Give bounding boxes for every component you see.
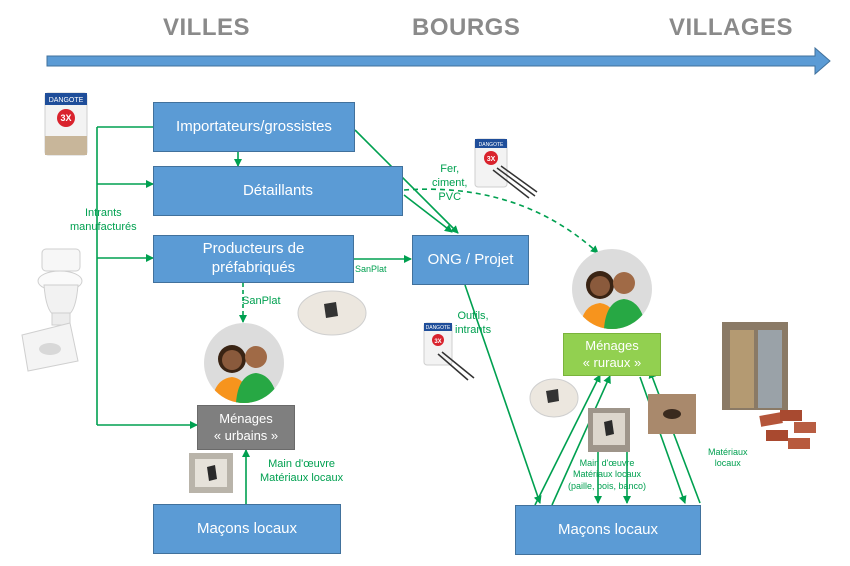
label-sanplat: SanPlat [242, 295, 281, 307]
box-producteurs-line2: préfabriqués [211, 259, 296, 276]
cement-bag-tools-grade: 3X [434, 339, 441, 345]
box-menages-ruraux-line2: « ruraux » [582, 354, 642, 370]
heading-villes: VILLES [163, 14, 251, 41]
label-fer-line2: ciment, [432, 176, 468, 189]
cement-bag-grade: 3X [60, 113, 71, 123]
latrine-rural-floor-photo [648, 394, 696, 434]
label-main-oeuvre-rural: Main d'œuvre Matériaux locaux (paille, b… [568, 458, 646, 492]
latrine-rural-photo [588, 408, 630, 452]
label-outils-intrants: Outils, intrants [455, 310, 491, 338]
label-main-rural-line3: (paille, bois, banco) [568, 480, 647, 491]
toilet-icon [21, 248, 83, 372]
box-menages-urbains-line1: Ménages [219, 411, 273, 427]
label-outils-line2: intrants [455, 323, 492, 336]
box-detaillants-label: Détaillants [242, 181, 314, 199]
label-sanplat-small: SanPlat [355, 264, 387, 274]
heading-villages: VILLAGES [669, 14, 794, 41]
cement-bag-tools-brand: DANGOTE [426, 325, 451, 331]
label-main-rural-line1: Main d'œuvre [579, 458, 635, 468]
box-menages-ruraux-line1: Ménages [585, 338, 639, 354]
avatar-menages-ruraux [572, 249, 652, 329]
box-macons-ruraux-label: Maçons locaux [557, 520, 659, 538]
axis-arrow [46, 46, 831, 76]
label-materiaux-line2: locaux [714, 458, 741, 469]
cement-bag-brand: DANGOTE [49, 97, 84, 104]
box-macons-urbains: Maçons locaux [153, 504, 341, 554]
box-importateurs-label: Importateurs/grossistes [176, 117, 332, 135]
box-macons-ruraux: Maçons locaux [515, 505, 701, 555]
materiaux-locaux-photo [722, 322, 816, 449]
label-fer-line3: PVC [438, 190, 462, 203]
label-outils-line1: Outils, [457, 310, 489, 322]
avatar-menages-urbains [204, 323, 284, 403]
label-intrants-line2: manufacturés [70, 220, 137, 233]
cement-bag-icon: DANGOTE 3X [44, 92, 88, 156]
box-producteurs: Producteurs de préfabriqués [153, 235, 354, 283]
sanplat-rural-slab-icon [529, 378, 579, 418]
label-intrants-line1: Intrants [84, 207, 122, 219]
label-fer-line1: Fer, [440, 163, 460, 175]
box-menages-ruraux: Ménages « ruraux » [563, 333, 661, 376]
cement-bag-rebar-grade: 3X [487, 156, 496, 163]
sanplat-slab-icon [297, 290, 367, 336]
label-main-oeuvre-urbain: Main d'œuvre Matériaux locaux [260, 458, 343, 486]
box-importateurs: Importateurs/grossistes [153, 102, 355, 152]
label-fer-ciment-pvc: Fer, ciment, PVC [432, 163, 467, 204]
box-menages-urbains-line2: « urbains » [213, 427, 279, 443]
label-main-urbain-line1: Main d'œuvre [268, 458, 336, 470]
latrine-urbain-photo [189, 453, 233, 493]
couple-urbain-icon [212, 345, 278, 403]
label-main-urbain-line2: Matériaux locaux [260, 471, 344, 484]
box-detaillants: Détaillants [153, 166, 403, 216]
cement-bag-tools-icon: DANGOTE 3X [423, 322, 475, 381]
box-menages-urbains: Ménages « urbains » [197, 405, 295, 450]
label-materiaux-line1: Matériaux [708, 447, 748, 457]
label-main-rural-line2: Matériaux locaux [573, 469, 642, 480]
heading-bourgs: BOURGS [412, 14, 521, 41]
label-materiaux-locaux: Matériaux locaux [708, 447, 748, 470]
box-ong: ONG / Projet [412, 235, 529, 285]
couple-rural-icon [580, 271, 646, 329]
label-intrants: Intrants manufacturés [70, 207, 137, 235]
box-ong-label: ONG / Projet [427, 250, 514, 268]
box-macons-urbains-label: Maçons locaux [196, 519, 298, 537]
box-producteurs-line1: Producteurs de [202, 240, 305, 258]
cement-bag-rebar-brand: DANGOTE [479, 142, 504, 148]
cement-bag-rebar-icon: DANGOTE 3X [474, 138, 538, 199]
